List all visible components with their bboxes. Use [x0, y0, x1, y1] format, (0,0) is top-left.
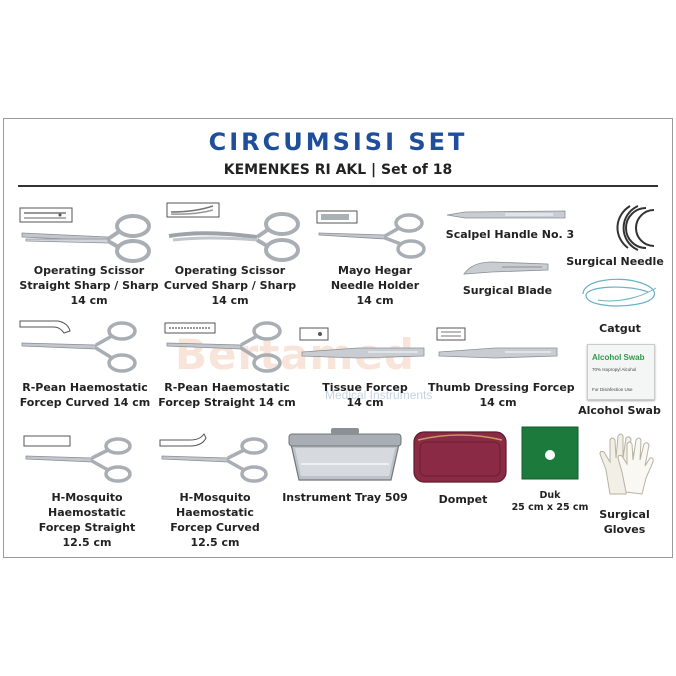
item-label-alcohol-swab: Alcohol Swab [578, 404, 661, 417]
rpean-straight-image [164, 321, 282, 373]
catgut-image [582, 278, 657, 307]
item-label-instrument-tray: Instrument Tray 509 [282, 491, 408, 504]
tissue-forcep-image [299, 327, 425, 359]
thumb-forcep-image [436, 327, 558, 359]
item-label-surgical-blade: Surgical Blade [462, 284, 553, 297]
alcohol-swab-image: Alcohol Swab 70% Isopropyl Alcohol For D… [587, 344, 655, 400]
scissor-straight-image [19, 207, 151, 263]
swab-packet-line1: 70% Isopropyl Alcohol [592, 367, 637, 372]
item-label-catgut: Catgut [599, 322, 641, 335]
item-label-surgical-needle: Surgical Needle [566, 255, 664, 268]
rpean-curved-image [19, 320, 137, 373]
swab-packet-line2: For Disinfection Use [592, 387, 633, 392]
dompet-pouch-image [413, 431, 507, 483]
scalpel-handle-image [446, 210, 566, 219]
item-label-scalpel-handle: Scalpel Handle No. 3 [445, 228, 575, 241]
surgical-blade-image [463, 261, 549, 275]
title-divider [18, 185, 658, 187]
page-subtitle: KEMENKES RI AKL | Set of 18 [223, 162, 453, 178]
surgical-needle-image [616, 205, 655, 251]
watermark-tagline: Medical Instruments [325, 388, 433, 402]
scissor-curved-image [166, 202, 300, 262]
needle-holder-image [316, 210, 426, 259]
page-title: CIRCUMSISI SET [208, 128, 468, 156]
surgical-gloves-image [599, 433, 654, 495]
mosquito-curved-image [159, 433, 268, 483]
mosquito-straight-image [23, 435, 132, 483]
instrument-tray-image [288, 428, 402, 481]
duk-drape-image [521, 426, 579, 480]
swab-packet-title: Alcohol Swab [592, 353, 645, 362]
item-label-dompet: Dompet [438, 493, 488, 506]
